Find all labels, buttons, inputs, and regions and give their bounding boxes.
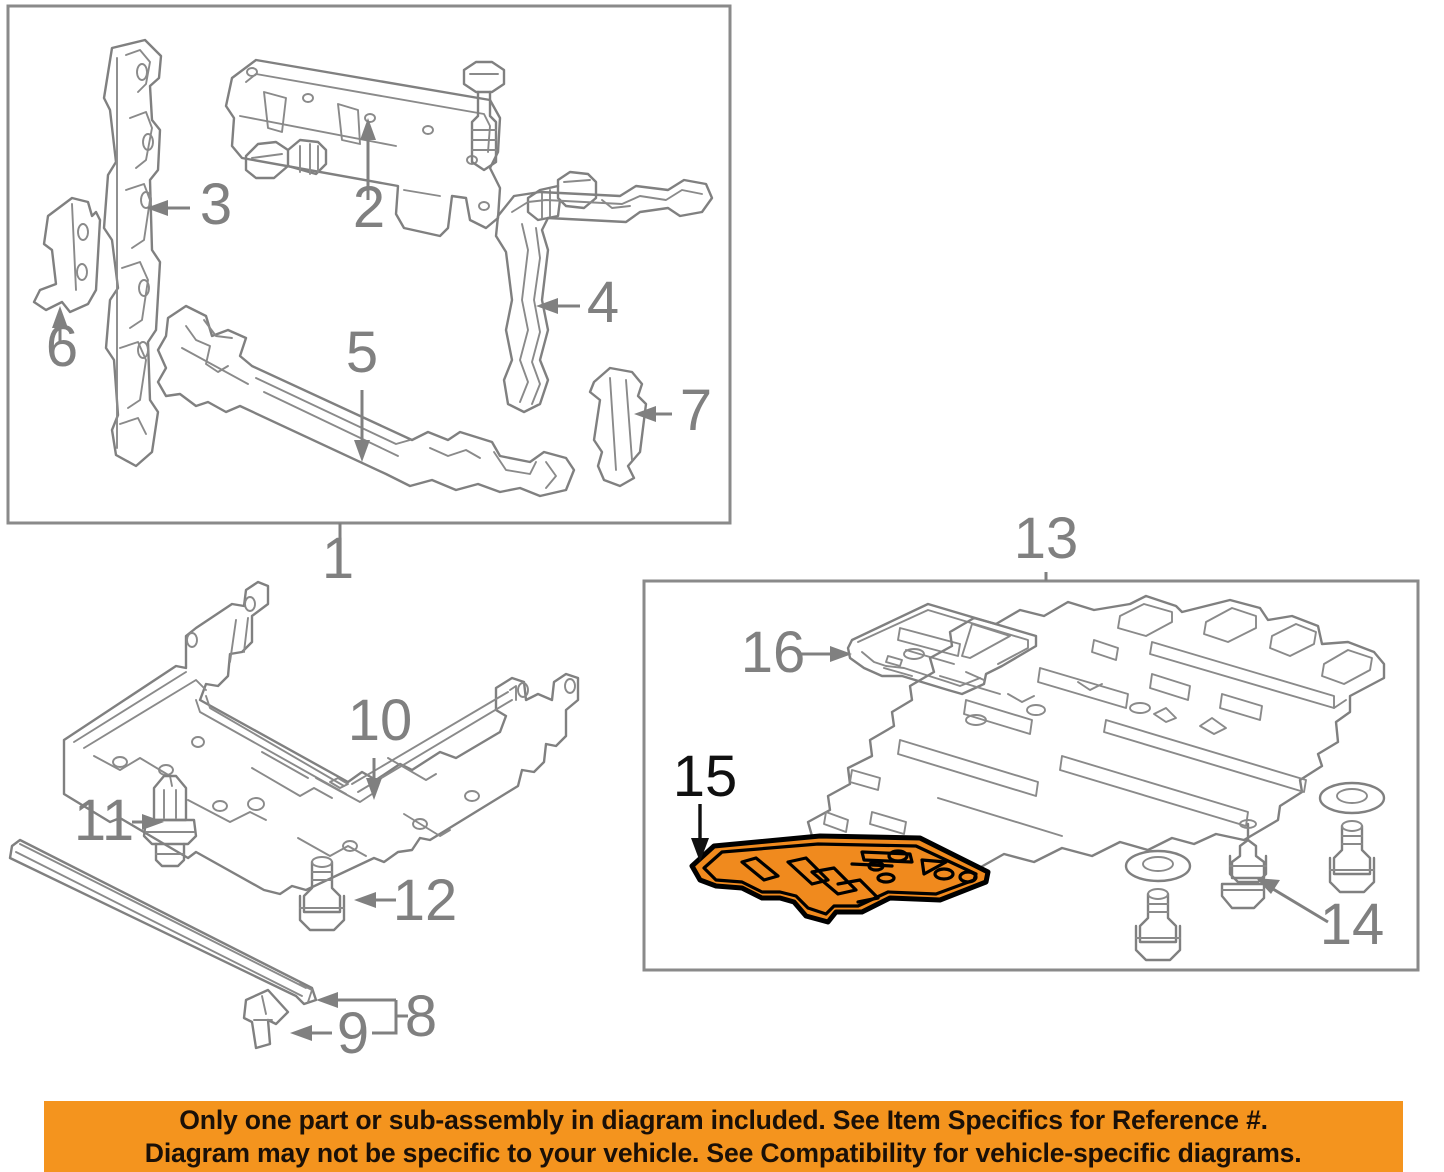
fastener-bolt-mid bbox=[244, 138, 328, 180]
callout-label-11: 11 bbox=[74, 788, 134, 853]
callout-label-12: 12 bbox=[393, 868, 458, 933]
callout-label-8: 8 bbox=[405, 984, 437, 1049]
part-15-engine-splash-shield-highlighted bbox=[689, 833, 991, 925]
callout-label-7: 7 bbox=[680, 378, 712, 443]
callout-label-3: 3 bbox=[200, 172, 232, 237]
part-5-lower-radiator-support-beam bbox=[156, 304, 576, 498]
callout-label-5: 5 bbox=[346, 320, 378, 385]
part-4-right-support-rail bbox=[494, 178, 714, 414]
disclaimer-banner: Only one part or sub-assembly in diagram… bbox=[44, 1101, 1403, 1172]
lower-left-group bbox=[8, 580, 580, 1050]
part-14-stud-bolt-center bbox=[1220, 819, 1268, 910]
part-11-push-clip bbox=[142, 774, 198, 868]
callout-label-15: 15 bbox=[673, 744, 738, 809]
callout-label-10: 10 bbox=[348, 688, 413, 753]
upper-left-assembly-box bbox=[6, 4, 732, 525]
disclaimer-line-2: Diagram may not be specific to your vehi… bbox=[145, 1137, 1302, 1168]
part-8-seal-strip bbox=[8, 838, 318, 1006]
part-2-upper-radiator-support-beam bbox=[224, 58, 502, 238]
part-12-flange-bolt bbox=[298, 856, 346, 932]
fastener-bolt-top bbox=[462, 60, 506, 172]
callout-label-1: 1 bbox=[322, 526, 354, 591]
callout-label-2: 2 bbox=[353, 175, 385, 240]
part-6-small-left-bracket bbox=[32, 196, 102, 314]
callout-label-9: 9 bbox=[337, 1001, 369, 1066]
callout-label-16: 16 bbox=[741, 620, 806, 685]
part-14-stud-bolt-right bbox=[1318, 781, 1386, 894]
part-7-small-right-bracket bbox=[588, 366, 648, 488]
part-10-front-under-cover bbox=[62, 580, 580, 896]
part-14-stud-bolt-left bbox=[1124, 849, 1192, 962]
fastener-bolt-right bbox=[526, 170, 598, 222]
part-3-left-support-bracket bbox=[102, 38, 163, 468]
lower-right-assembly-box bbox=[642, 579, 1420, 972]
callout-leaders bbox=[52, 118, 1329, 1041]
callout-labels: 1 2 3 4 5 6 7 8 9 10 11 12 13 14 15 16 bbox=[46, 172, 1384, 1066]
callout-label-4: 4 bbox=[587, 270, 619, 335]
callout-label-6: 6 bbox=[46, 314, 78, 379]
part-13-underbody-cover bbox=[806, 594, 1386, 884]
part-9-seal-end-cap bbox=[242, 988, 290, 1050]
callout-label-14: 14 bbox=[1320, 892, 1385, 957]
part-16-small-under-cover-panel bbox=[846, 602, 1038, 696]
disclaimer-line-1: Only one part or sub-assembly in diagram… bbox=[179, 1104, 1268, 1135]
callout-label-13: 13 bbox=[1014, 506, 1079, 571]
